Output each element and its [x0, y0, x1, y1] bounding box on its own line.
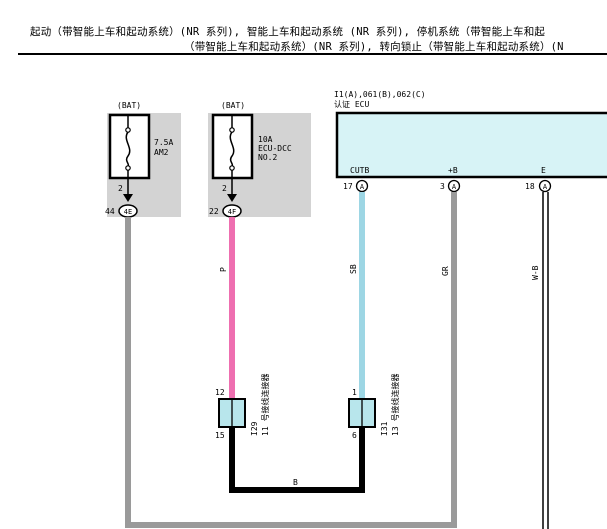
ecu-box — [335, 111, 607, 179]
junction2-top-pin: 1 — [352, 388, 357, 397]
fuse2-name2: NO.2 — [258, 153, 277, 162]
fuse2-connector-label: 4F — [228, 208, 236, 216]
header-title-line1: 起动（带智能上车和起动系统）(NR 系列), 智能上车和起动系统 (NR 系列)… — [30, 26, 546, 38]
ecu-pin-17-connector — [355, 179, 369, 193]
wire-label-white: W-B — [531, 265, 540, 280]
junction2-bottom-pin: 6 — [352, 431, 357, 440]
wire-label-pink: P — [219, 267, 228, 272]
header-title-line2: （带智能上车和起动系统）(NR 系列), 转向锁止（带智能上车和起动系统）(N — [184, 41, 564, 53]
fuse2-pin: 2 — [222, 184, 227, 193]
ecu-name: 认证 ECU — [334, 99, 369, 109]
ecu-ref: I1(A),061(B),062(C) — [334, 90, 426, 99]
wire-label-lightblue: SB — [349, 264, 358, 274]
fuse2-rating: 10A — [258, 135, 273, 144]
fuse2-name1: ECU-DCC — [258, 144, 292, 153]
ecu-pin-label-e: E — [541, 166, 546, 175]
fuse1-name: AM2 — [154, 148, 169, 157]
wire-label-gray: GR — [441, 266, 450, 276]
fuse2-element-icon — [229, 131, 235, 167]
wire-black — [229, 427, 365, 493]
ecu-pin-number-18: 18 — [525, 182, 535, 191]
wire-label-black: B — [293, 478, 298, 487]
ecu-pin-number-17: 17 — [343, 182, 353, 191]
svg-text:A: A — [452, 183, 457, 191]
ecu-pin-number-3: 3 — [440, 182, 445, 191]
junction2-desc: 13 号接线连接器 — [390, 374, 400, 436]
junction2-id: I31 — [380, 421, 389, 436]
fuse1-pin: 2 — [118, 184, 123, 193]
wire-gray — [125, 192, 457, 528]
junction1-desc: 11 号接线连接器 — [260, 374, 270, 436]
fuse1-arrow-icon — [123, 194, 133, 202]
fuse2-source: (BAT) — [221, 101, 245, 110]
fuse2-arrow-icon — [227, 194, 237, 202]
fuse1-source: (BAT) — [117, 101, 141, 110]
ecu-pin-label-cutb: CUTB — [350, 166, 369, 175]
junction1-id: I29 — [250, 421, 259, 436]
fuse2-terminal: 22 — [209, 207, 219, 216]
fuse1-terminal: 44 — [105, 207, 115, 216]
junction1-top-pin: 12 — [215, 388, 225, 397]
svg-text:A: A — [543, 183, 548, 191]
fuse1-element-icon — [125, 131, 131, 167]
ecu-pin-label-plusb: +B — [448, 166, 458, 175]
ecu-pin-18-connector — [538, 179, 552, 193]
junction1-bottom-pin: 15 — [215, 431, 225, 440]
ecu-pin-3-connector — [447, 179, 461, 193]
fuse1-connector-label: 4E — [124, 208, 132, 216]
svg-text:A: A — [360, 183, 365, 191]
fuse1-rating: 7.5A — [154, 138, 173, 147]
